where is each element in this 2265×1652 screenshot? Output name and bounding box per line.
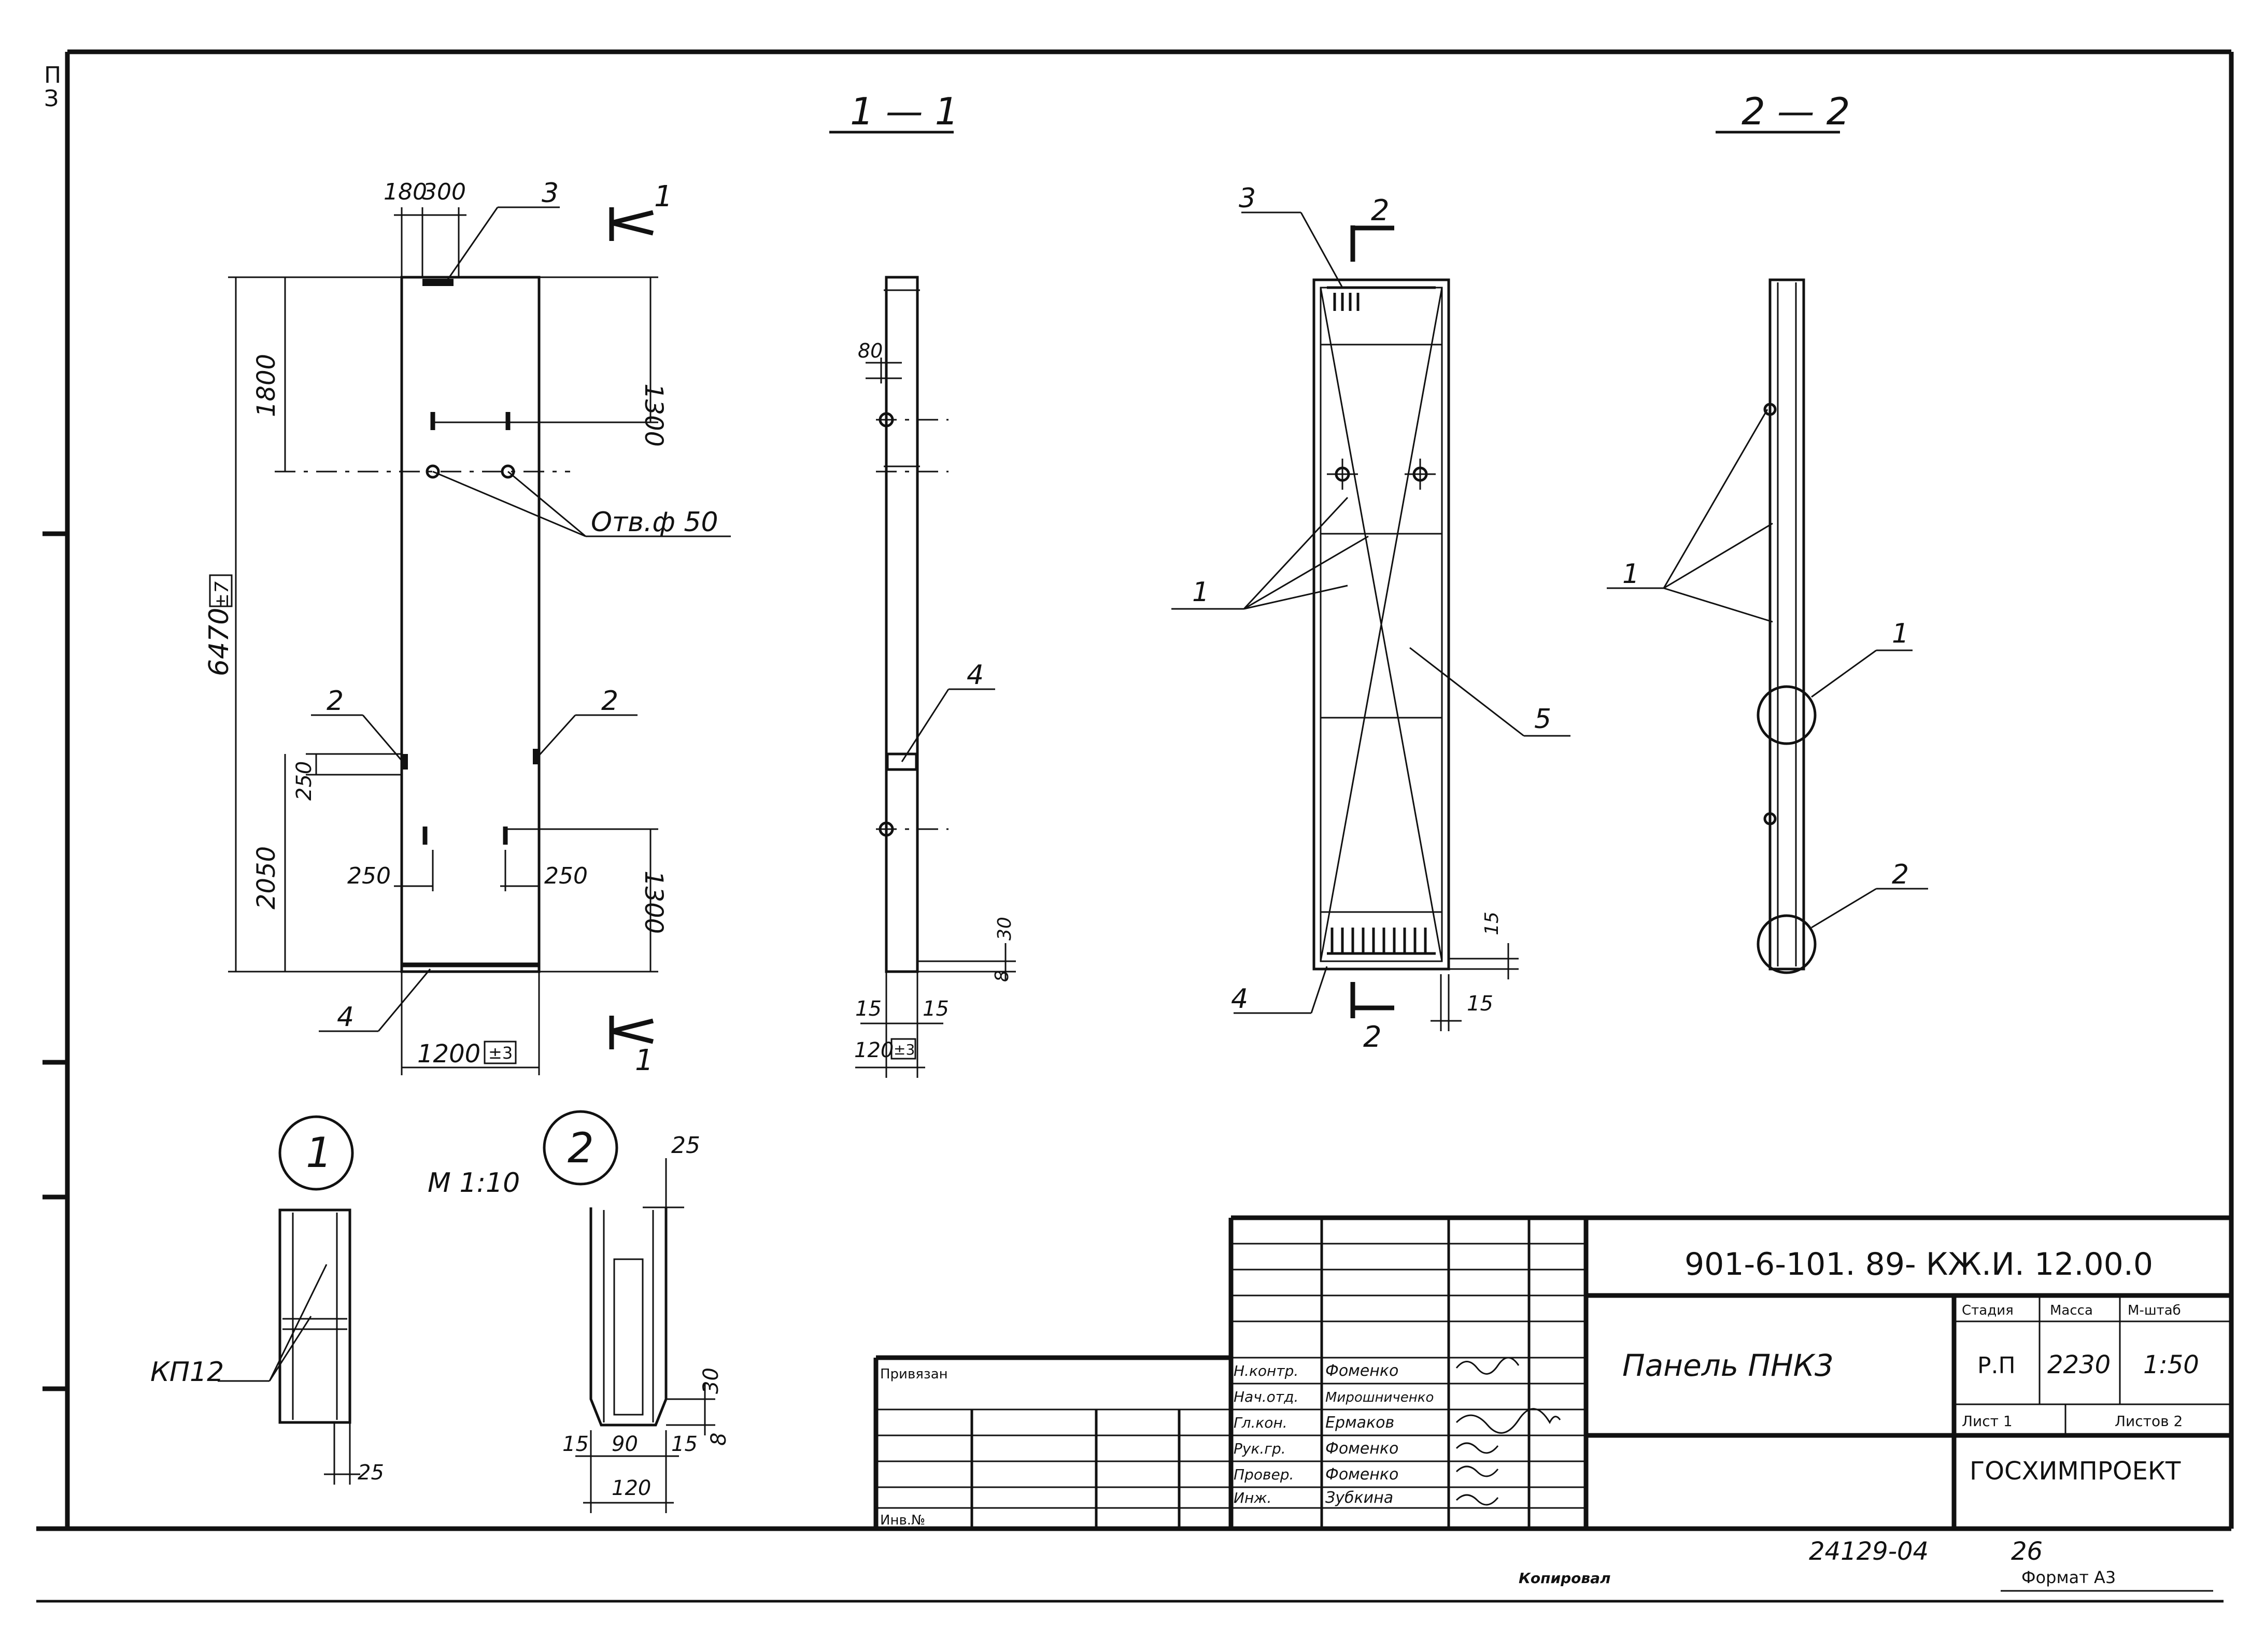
callout-cage-4: 4 — [1231, 984, 1248, 1015]
mass-header: Масса — [2050, 1303, 2093, 1318]
detail-dim-120: 120 — [612, 1476, 651, 1500]
title-block-code: 901-6-101. 89- КЖ.И. 12.00.0 — [1684, 1246, 2153, 1283]
elevation-dimension-lines — [228, 206, 731, 1075]
detail-1-drawing — [218, 1208, 360, 1485]
dim-left-250: 250 — [292, 761, 316, 801]
footer-format: Формат А3 — [2021, 1568, 2116, 1587]
footer-copied: Копировал — [1519, 1570, 1611, 1587]
dim-top-180: 180 — [384, 179, 427, 205]
role-2: Гл.кон. — [1234, 1414, 1287, 1431]
dim-width-tolerance: ±3 — [488, 1043, 513, 1063]
title-block-roles: Н.контр. Фоменко Нач.отд. Мирошниченко Г… — [1234, 1362, 1434, 1507]
dim-left-1800: 1800 — [252, 354, 281, 417]
dim-hole-250-left: 250 — [347, 863, 391, 889]
detail-label-kp12: КП12 — [150, 1357, 224, 1388]
stage-value: Р.П — [1977, 1352, 2016, 1379]
detail-dim-15-left: 15 — [562, 1432, 589, 1456]
callout-s2-1-left: 1 — [1622, 559, 1639, 590]
callout-elev-4: 4 — [337, 1002, 354, 1033]
dim-overall-6470: 6470 — [204, 608, 235, 676]
sheet-label: Лист 1 — [1962, 1413, 2013, 1430]
detail-dim-8: 8 — [707, 1433, 731, 1446]
person-2: Ермаков — [1325, 1414, 1394, 1432]
title-block-privyazan: Привязан — [880, 1366, 948, 1382]
dim-s1-8: 8 — [992, 970, 1013, 982]
role-4: Провер. — [1234, 1466, 1294, 1483]
title-block-grid — [873, 1215, 2231, 1529]
hole-label: Отв.ф 50 — [591, 507, 718, 538]
dim-s1-120: 120 — [854, 1038, 894, 1062]
cut-label-2-top: 2 — [1371, 194, 1390, 227]
mass-value: 2230 — [2047, 1350, 2111, 1379]
section-1-1-profile — [855, 276, 1016, 1078]
dim-cage-15-bottom: 15 — [1467, 992, 1493, 1016]
margin-mark-top: П — [44, 62, 61, 89]
callout-cage-1: 1 — [1192, 577, 1209, 608]
sheets-label: Листов 2 — [2115, 1413, 2183, 1430]
detail-dim-15-right: 15 — [671, 1432, 698, 1456]
sheet-frame — [36, 49, 2234, 1603]
section-2-2-profile — [1607, 278, 1928, 974]
detail-dim-90: 90 — [612, 1432, 638, 1456]
cut-label-2-bottom: 2 — [1363, 1020, 1382, 1054]
role-1: Нач.отд. — [1234, 1388, 1298, 1405]
cut-label-1-top: 1 — [654, 180, 673, 213]
detail-2-drawing — [575, 1158, 715, 1513]
footer-doc-number: 24129-04 — [1809, 1537, 1929, 1566]
detail-scale: М 1:10 — [428, 1167, 520, 1199]
title-block-inv-no: Инв.№ — [880, 1513, 925, 1528]
detail-dim-25-bottom: 25 — [358, 1461, 384, 1485]
person-4: Фоменко — [1325, 1465, 1398, 1484]
callout-cage-5: 5 — [1534, 704, 1551, 735]
section-title-1-1: 1 — 1 — [850, 90, 958, 133]
panel-elevation — [275, 276, 570, 973]
callout-s2-node-1: 1 — [1892, 618, 1909, 649]
detail-dim-30: 30 — [699, 1368, 723, 1394]
scale-value: 1:50 — [2143, 1350, 2199, 1379]
dim-s1-80: 80 — [858, 339, 883, 362]
callout-s2-node-2: 2 — [1892, 859, 1909, 890]
dim-width-1200: 1200 — [417, 1039, 480, 1069]
person-3: Фоменко — [1325, 1440, 1398, 1458]
detail-node-1: 1 — [306, 1129, 332, 1177]
dim-cage-15-top: 15 — [1481, 912, 1503, 935]
callout-cage-3: 3 — [1239, 183, 1256, 214]
margin-mark-sub: З — [44, 86, 59, 112]
role-0: Н.контр. — [1234, 1362, 1298, 1379]
callout-elev-3: 3 — [542, 178, 559, 209]
footer-page: 26 — [2011, 1537, 2043, 1566]
detail-node-2: 2 — [568, 1124, 594, 1172]
callout-elev-2-left: 2 — [327, 686, 344, 717]
title-block-name: Панель ПНК3 — [1622, 1348, 1834, 1383]
dim-s1-15-left: 15 — [855, 997, 882, 1021]
detail-dim-25-top: 25 — [671, 1132, 700, 1159]
callout-s1-4: 4 — [967, 660, 984, 691]
dim-s1-120-tolerance: ±3 — [894, 1041, 915, 1058]
person-5: Зубкина — [1325, 1489, 1393, 1507]
dim-hole-250-right: 250 — [544, 863, 588, 889]
stage-header: Стадия — [1962, 1303, 2014, 1318]
role-3: Рук.гр. — [1234, 1440, 1286, 1457]
person-1: Мирошниченко — [1325, 1390, 1434, 1405]
dim-left-2050: 2050 — [252, 846, 281, 909]
dim-s1-15-right: 15 — [923, 997, 949, 1021]
cut-label-1-bottom: 1 — [635, 1044, 654, 1077]
dim-top-300: 300 — [422, 179, 466, 205]
callout-elev-2-right: 2 — [601, 686, 618, 717]
signatures — [1455, 1357, 1561, 1506]
dim-overall-tolerance: ±7 — [211, 581, 233, 609]
reinforcement-cage — [1171, 211, 1570, 1031]
section-title-2-2: 2 — 2 — [1742, 90, 1850, 133]
dim-right-1300-upper: 1300 — [639, 383, 668, 447]
title-block-org: ГОСХИМПРОЕКТ — [1970, 1457, 2181, 1486]
scale-header: М-штаб — [2128, 1303, 2181, 1318]
person-0: Фоменко — [1325, 1362, 1398, 1380]
dim-right-1300-lower: 1300 — [639, 871, 668, 934]
dim-s1-30: 30 — [994, 917, 1015, 941]
role-5: Инж. — [1234, 1489, 1271, 1506]
